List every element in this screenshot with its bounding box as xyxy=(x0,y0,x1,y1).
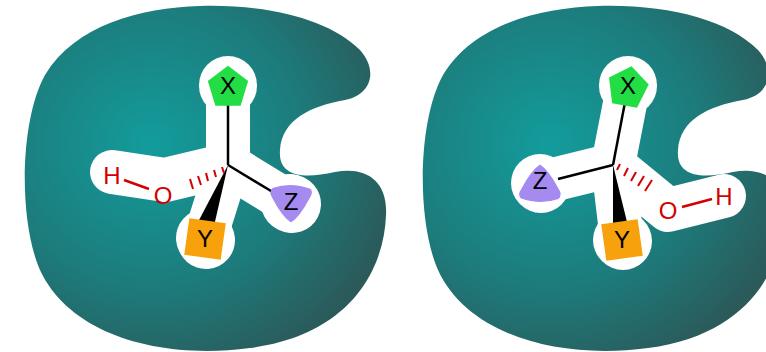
group-letter: Z xyxy=(518,163,562,203)
group-shape: Y xyxy=(185,219,225,259)
group-shape: X xyxy=(607,65,649,107)
group-letter: X xyxy=(207,65,249,107)
atom-label: O xyxy=(154,184,173,208)
group-letter: Z xyxy=(269,184,313,224)
group-shape: X xyxy=(207,65,249,107)
group-shape: Y xyxy=(602,220,642,260)
group-letter: Y xyxy=(602,220,642,260)
group-shape: Z xyxy=(518,163,562,203)
enzyme-left xyxy=(25,6,386,351)
atom-label: H xyxy=(715,185,732,209)
enzyme-right xyxy=(423,6,766,351)
atom-label: H xyxy=(103,164,120,188)
group-letter: Y xyxy=(185,219,225,259)
group-letter: X xyxy=(607,65,649,107)
group-shape: Z xyxy=(269,184,313,224)
atom-label: O xyxy=(659,199,678,223)
